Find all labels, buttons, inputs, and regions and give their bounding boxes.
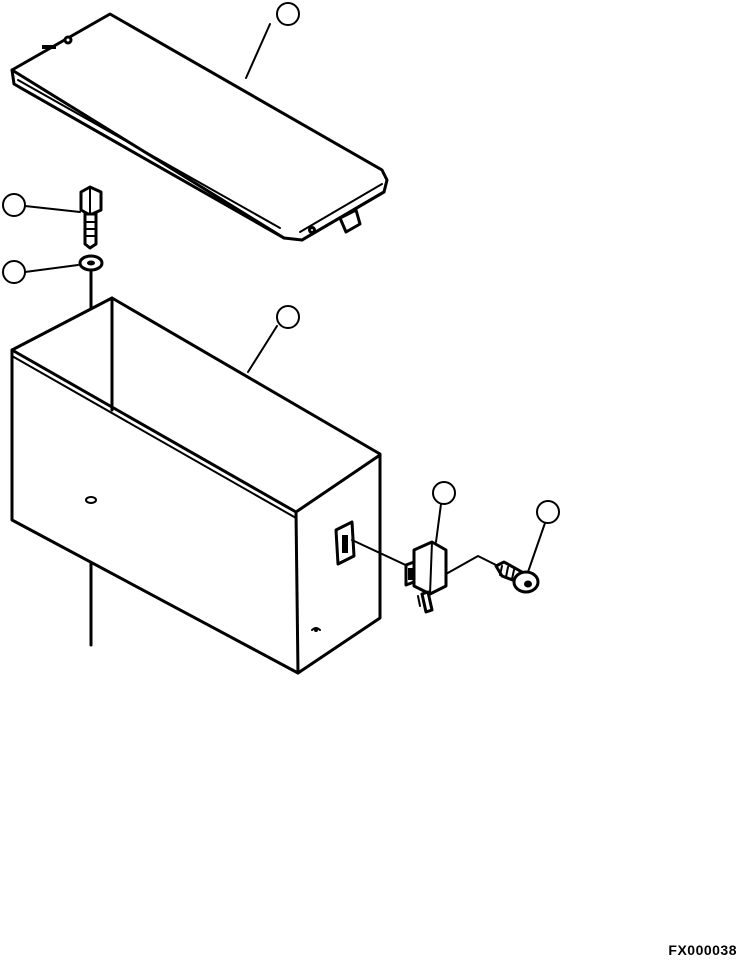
box-lid	[10, 12, 389, 242]
callout-leader	[247, 325, 278, 373]
callout-circle-lid	[276, 2, 300, 26]
callout-circle-switch	[432, 481, 456, 505]
callout-circle-screw	[536, 500, 560, 524]
callout-leader	[435, 503, 442, 543]
callout-leader	[24, 264, 79, 273]
box-hole	[85, 496, 97, 504]
drawing-code-label: FX000038	[668, 942, 737, 958]
lid-latch	[338, 208, 362, 234]
callout-leader	[527, 522, 546, 573]
hex-bolt	[79, 185, 103, 250]
lid-rivet	[63, 35, 73, 45]
callout-leader	[24, 205, 81, 213]
lid-mark	[42, 45, 56, 49]
callout-circle-bolt	[2, 193, 26, 217]
lid-rivet	[308, 226, 316, 234]
lock-washer	[78, 254, 104, 272]
tapping-screw	[494, 560, 540, 594]
box-body	[10, 296, 382, 675]
callout-circle-washer	[2, 260, 26, 284]
callout-leader	[245, 23, 271, 79]
door-switch	[404, 540, 448, 614]
screw-axis-line	[445, 555, 499, 575]
switch-lead-wire	[351, 539, 413, 569]
callout-circle-box	[276, 305, 300, 329]
